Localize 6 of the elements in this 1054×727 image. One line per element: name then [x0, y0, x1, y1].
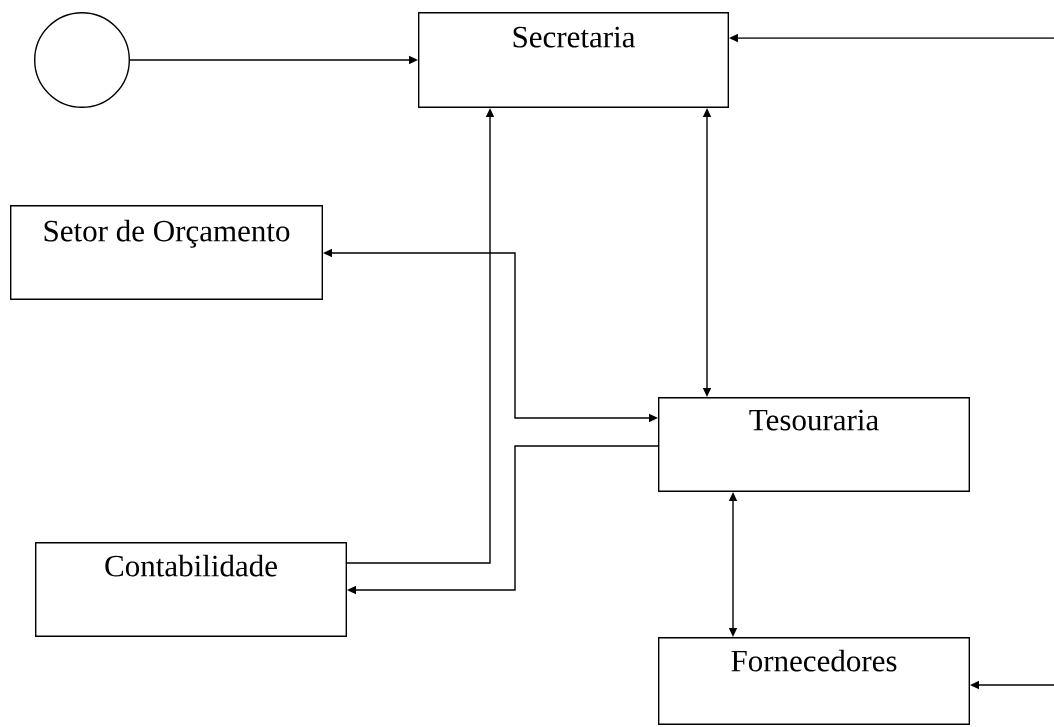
process-box: Secretaria	[418, 12, 729, 108]
start-circle	[34, 12, 130, 108]
process-box: Tesouraria	[658, 397, 970, 492]
process-box: Contabilidade	[35, 542, 347, 637]
process-box: Setor de Orçamento	[10, 205, 323, 300]
process-box: Fornecedores	[658, 637, 970, 725]
